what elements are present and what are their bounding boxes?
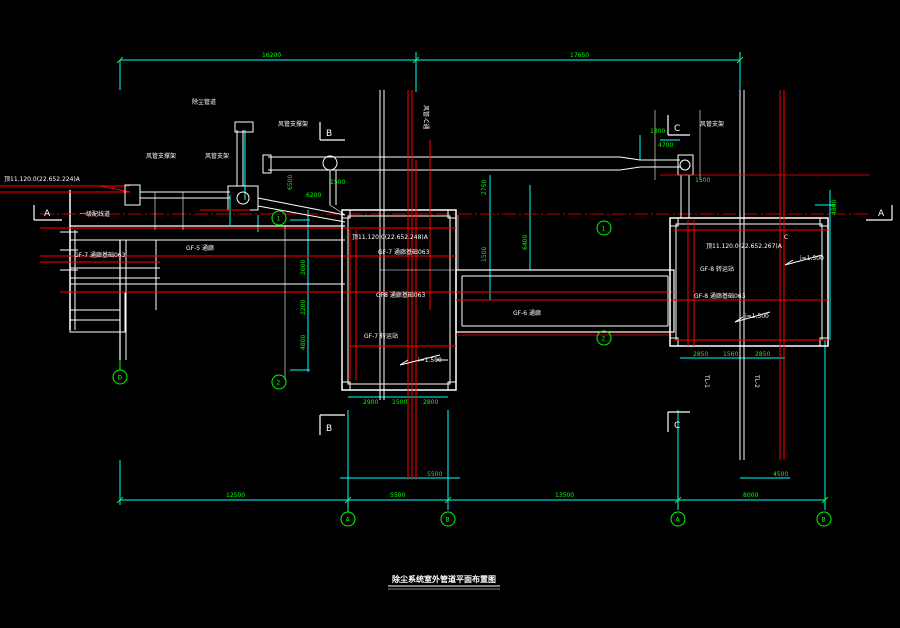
gf5-corridor <box>40 190 870 360</box>
dim-misc-11: 2000 <box>300 260 307 275</box>
label-c-flag: C <box>784 234 788 241</box>
dim-c-tower-1: 2850 <box>693 351 708 358</box>
dim-misc-9: 6500 <box>287 175 294 190</box>
dim-c-tower-3: 2850 <box>755 351 770 358</box>
axis-bubble-b1: B <box>446 517 450 524</box>
axis-bubble-row1-left: 1 <box>277 216 281 223</box>
dim-top-right: 17650 <box>570 52 589 59</box>
label-c-pipe-elevation: 顶11.120.0(22.652.267)A <box>706 243 783 250</box>
axis-bubble-a2: A <box>676 517 681 524</box>
label-col-tl2: TL-2 <box>753 374 760 388</box>
dim-bottom-3: 13500 <box>555 492 574 499</box>
dimension-ticks <box>116 56 829 504</box>
label-gf5: GF-5 通廊 <box>186 244 214 252</box>
label-b-pipe-elevation: 顶11.120.0(22.652.248)A <box>352 234 429 241</box>
dim-misc-5: 1500 <box>330 179 345 186</box>
label-c-note: 风管支架 <box>700 120 724 128</box>
label-gf-main: GF8 通廊基础063 <box>376 291 425 299</box>
section-marker-b-top: B <box>326 129 332 139</box>
dim-misc-10: 1500 <box>481 247 488 262</box>
section-marker-c-bottom: C <box>674 421 680 431</box>
dim-bottom-2: 5500 <box>390 492 405 499</box>
dim-top-left: 16200 <box>262 52 281 59</box>
label-gf7: GF-7 通廊基础063 <box>378 248 430 256</box>
label-left-road: 一级配线道 <box>80 210 110 218</box>
axis-bubble-row1-right: 1 <box>602 226 606 233</box>
dim-misc-8: 6400 <box>522 235 529 250</box>
dimension-frame <box>119 52 835 510</box>
section-marker-c-top: C <box>674 124 680 134</box>
section-marker-left: A <box>44 209 51 219</box>
label-fan-note-1: 除尘管道 <box>192 98 216 106</box>
dim-misc-12: 2200 <box>300 300 307 315</box>
label-slope-b: i=1.500 <box>418 357 442 364</box>
label-fan-note-2: 风管支撑架 <box>146 152 176 160</box>
dim-misc-4: 1500 <box>695 177 710 184</box>
b-tower <box>341 90 457 480</box>
slope-arrows <box>399 254 823 366</box>
label-gf8-base: GF-8 通廊基础063 <box>694 292 746 300</box>
dim-misc-13: 4800 <box>300 335 307 350</box>
dim-misc-3: 6200 <box>306 192 321 199</box>
dim-misc-2: 4700 <box>658 142 673 149</box>
axis-bubble-a1: A <box>346 517 351 524</box>
label-fan-note-4: 风管支撑架 <box>278 120 308 128</box>
c-tower <box>660 90 870 460</box>
left-pipe <box>0 121 346 223</box>
dim-misc-14: 5500 <box>427 471 442 478</box>
axis-bubble-row2-left: 2 <box>277 380 281 387</box>
top-duct <box>262 154 694 218</box>
dim-bottom-1: 12500 <box>226 492 245 499</box>
axis-bubble-b2: B <box>822 517 826 524</box>
label-col-tl1: TL-1 <box>703 374 710 388</box>
label-gf7-box: GF-7 转运站 <box>364 332 398 340</box>
label-fan-note-3: 风管支架 <box>205 152 229 160</box>
dim-b-tower-3: 2800 <box>423 399 438 406</box>
gf6-corridor <box>455 269 675 336</box>
dim-bottom-4: 8000 <box>743 492 758 499</box>
label-left-pipe-elevation: 顶11.120.0(22.652.224)A <box>4 176 81 183</box>
section-markers <box>33 115 893 435</box>
dim-c-tower-2: 1560 <box>723 351 738 358</box>
dim-misc-7: 2750 <box>481 180 488 195</box>
label-gf7-left: GF-7 通廊基础063 <box>74 251 126 259</box>
dim-misc-6: 4800 <box>831 200 838 215</box>
grid-lines <box>154 110 701 380</box>
label-slope-c1: i=1.500 <box>800 255 824 262</box>
axis-bubbles <box>112 210 832 527</box>
dim-b-tower-2: 1500 <box>392 399 407 406</box>
label-col-c-note: 风管-C通 <box>422 105 430 129</box>
axis-bubble-d: D <box>118 375 123 382</box>
dim-misc-1: 1300 <box>650 128 665 135</box>
dim-misc-15: 4500 <box>773 471 788 478</box>
drawing-title: 除尘系统室外管道平面布置图 <box>392 574 496 584</box>
label-slope-c2: i=1.500 <box>745 313 769 320</box>
label-gf6: GF-6 通廊 <box>513 309 541 317</box>
axis-bubble-row2-right: 2 <box>602 336 606 343</box>
dim-b-tower-1: 2900 <box>363 399 378 406</box>
section-marker-right: A <box>878 209 885 219</box>
label-gf8: GF-8 转运站 <box>700 265 734 273</box>
section-marker-b-bottom: B <box>326 424 332 434</box>
